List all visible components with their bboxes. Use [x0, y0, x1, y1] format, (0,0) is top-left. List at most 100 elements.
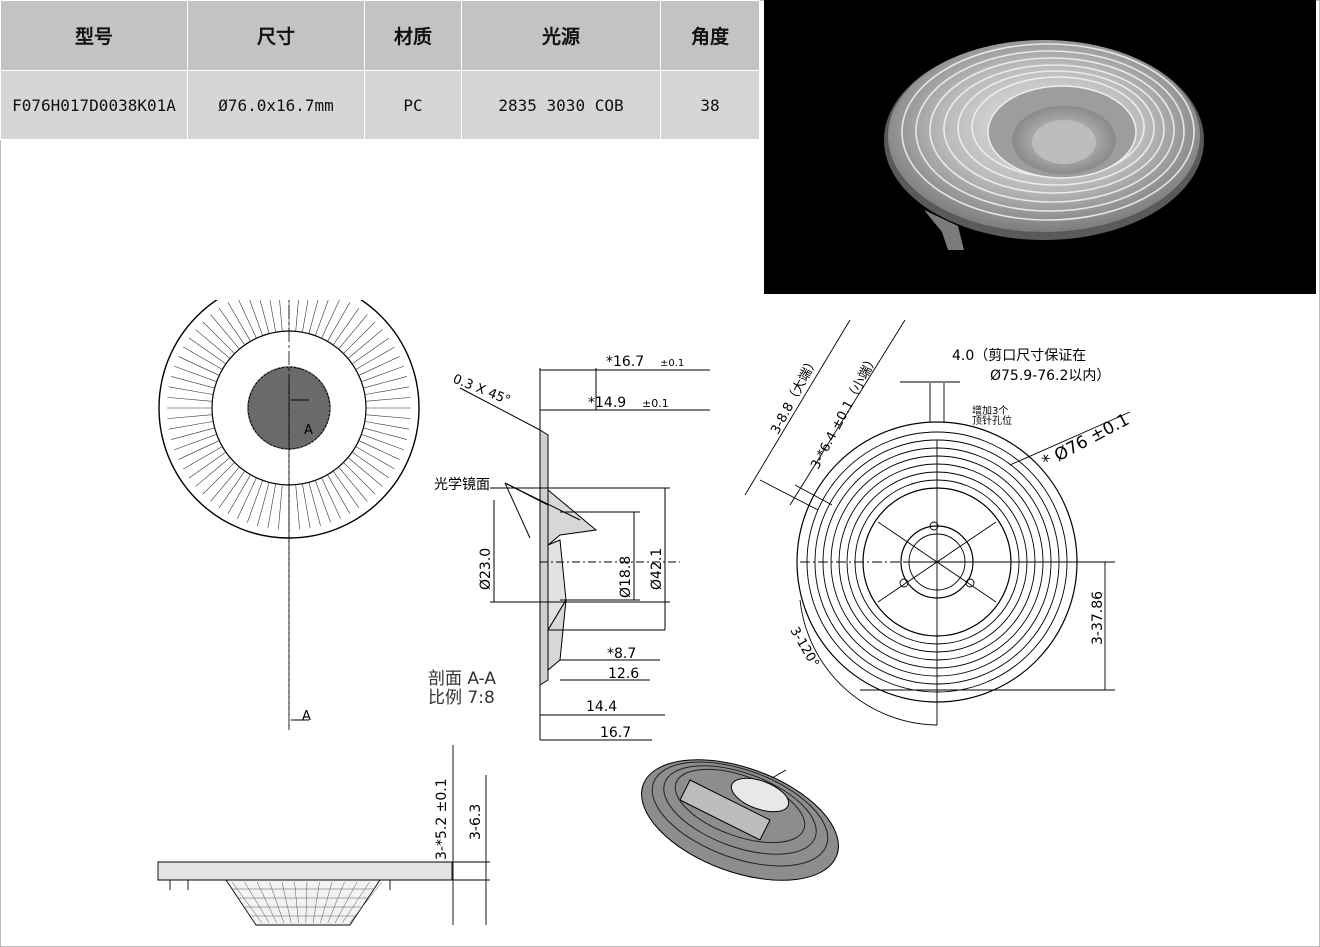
dim-37-86: 3-37.86: [1090, 591, 1106, 645]
front-view-rib: [315, 300, 329, 336]
pin-big-label: 3-8.8（大端）: [768, 354, 821, 437]
section-title: 剖面 A-A: [428, 669, 496, 689]
front-view-rib: [167, 397, 213, 402]
cell-angle: 38: [660, 70, 760, 140]
product-photo: [764, 0, 1316, 294]
dim-total-height: *16.7: [606, 354, 644, 370]
front-view-rib: [267, 483, 276, 529]
cell-model: F076H017D0038K01A: [0, 70, 188, 140]
front-view-rib: [363, 376, 407, 389]
front-view-rib: [278, 484, 283, 530]
front-view-rib: [174, 434, 217, 451]
front-view-rib: [227, 474, 251, 514]
front-view-rib: [183, 346, 223, 370]
header-light-source: 光源: [461, 0, 661, 71]
front-view-rib: [364, 421, 410, 430]
header-model: 型号: [0, 0, 188, 71]
front-view-rib: [321, 477, 341, 519]
front-view-rib: [249, 300, 263, 336]
pin-height-label: 3-*5.2 ±0.1: [434, 778, 450, 860]
front-view-rib: [210, 466, 240, 502]
side-view-grid: [231, 881, 383, 924]
iso-view: [641, 759, 839, 881]
lens-photo-illustration: [884, 40, 1204, 250]
front-view-rib: [238, 300, 257, 339]
front-view-rib: [246, 480, 263, 523]
front-view-rib: [321, 300, 340, 339]
spec-table: 型号 尺寸 材质 光源 角度 F076H017D0038K01A Ø76.0x1…: [0, 0, 760, 140]
dim-12-6: 12.6: [608, 666, 639, 682]
front-view-rib: [195, 329, 231, 359]
section-mark-bottom: A: [302, 709, 311, 724]
front-view-rib: [365, 397, 411, 402]
front-view-rib: [202, 462, 235, 495]
chamfer-label: 0.3 X 45°: [451, 372, 513, 409]
header-angle: 角度: [660, 0, 760, 71]
dim-d23: Ø23.0: [478, 548, 494, 590]
cell-material: PC: [364, 70, 462, 140]
front-view-rib: [361, 434, 404, 451]
front-view-rib: [351, 337, 390, 365]
front-view-rib: [269, 300, 276, 333]
side-view: [157, 745, 490, 926]
top-view: [744, 319, 1131, 726]
dim-total-height-tol: ±0.1: [660, 358, 684, 369]
spec-table-header-row: 型号 尺寸 材质 光源 角度: [0, 0, 760, 71]
spec-table-data-row: F076H017D0038K01A Ø76.0x16.7mm PC 2835 3…: [0, 70, 760, 140]
ejector-note-line1: 增加3个: [972, 404, 1008, 417]
front-view-rib: [178, 356, 220, 376]
front-view: A A: [158, 300, 420, 730]
front-view-rib: [327, 474, 351, 514]
front-view-rib: [347, 457, 383, 487]
front-view-rib: [358, 440, 400, 460]
front-view-rib: [279, 300, 283, 332]
front-view-rib: [355, 446, 395, 470]
front-view-rib: [361, 365, 404, 382]
front-view-rib: [365, 414, 411, 419]
front-view-rib: [171, 376, 215, 389]
front-view-rib: [195, 457, 231, 487]
front-view-rib: [332, 307, 360, 346]
dim-body-height: *14.9: [588, 395, 626, 411]
front-view-rib: [178, 440, 220, 460]
front-view-rib: [183, 446, 223, 470]
front-view-rib: [338, 466, 368, 502]
technical-drawing: A A *16.7 ±0.1 *14.9 ±0.1 0.3 X 45° 光学镜面…: [157, 300, 1133, 926]
cell-size: Ø76.0x16.7mm: [187, 70, 365, 140]
dim-d18: Ø18.8: [618, 556, 634, 598]
front-view-rib: [295, 300, 299, 332]
header-material: 材质: [364, 0, 462, 71]
outer-diameter-label: * Ø76 ±0.1: [1039, 410, 1133, 473]
front-view-rib: [302, 483, 311, 529]
angle-120-label: 3-120°: [787, 625, 822, 671]
front-view-rib: [355, 346, 395, 370]
front-view-rib: [364, 386, 410, 395]
section-scale: 比例 7:8: [428, 688, 495, 708]
front-view-rib: [315, 480, 332, 523]
front-view-rib: [237, 477, 257, 519]
front-view-rib: [343, 462, 376, 495]
front-view-rib: [171, 427, 215, 440]
section-mark-top: A: [304, 423, 313, 438]
front-view-rib: [188, 337, 227, 365]
front-view-rib: [210, 314, 240, 350]
front-view-rib: [338, 314, 368, 350]
cell-light-source: 2835 3030 COB: [461, 70, 661, 140]
optical-surface-label: 光学镜面: [434, 477, 490, 493]
front-view-rib: [343, 321, 376, 354]
front-view-rib: [308, 482, 321, 526]
pin-small-label: 3-*6.4 ±0.1（小端）: [808, 352, 881, 472]
front-view-rib: [174, 365, 217, 382]
front-view-rib: [257, 482, 270, 526]
front-view-rib: [308, 300, 319, 334]
front-view-rib: [302, 300, 309, 333]
front-view-rib: [202, 321, 235, 354]
front-view-rib: [168, 386, 214, 395]
front-view-rib: [218, 470, 246, 509]
pin-height2-label: 3-6.3: [468, 804, 484, 840]
front-view-rib: [227, 302, 251, 342]
front-view-rib: [347, 329, 383, 359]
front-view-rib: [327, 302, 351, 342]
header-size: 尺寸: [187, 0, 365, 71]
front-view-rib: [188, 451, 227, 479]
